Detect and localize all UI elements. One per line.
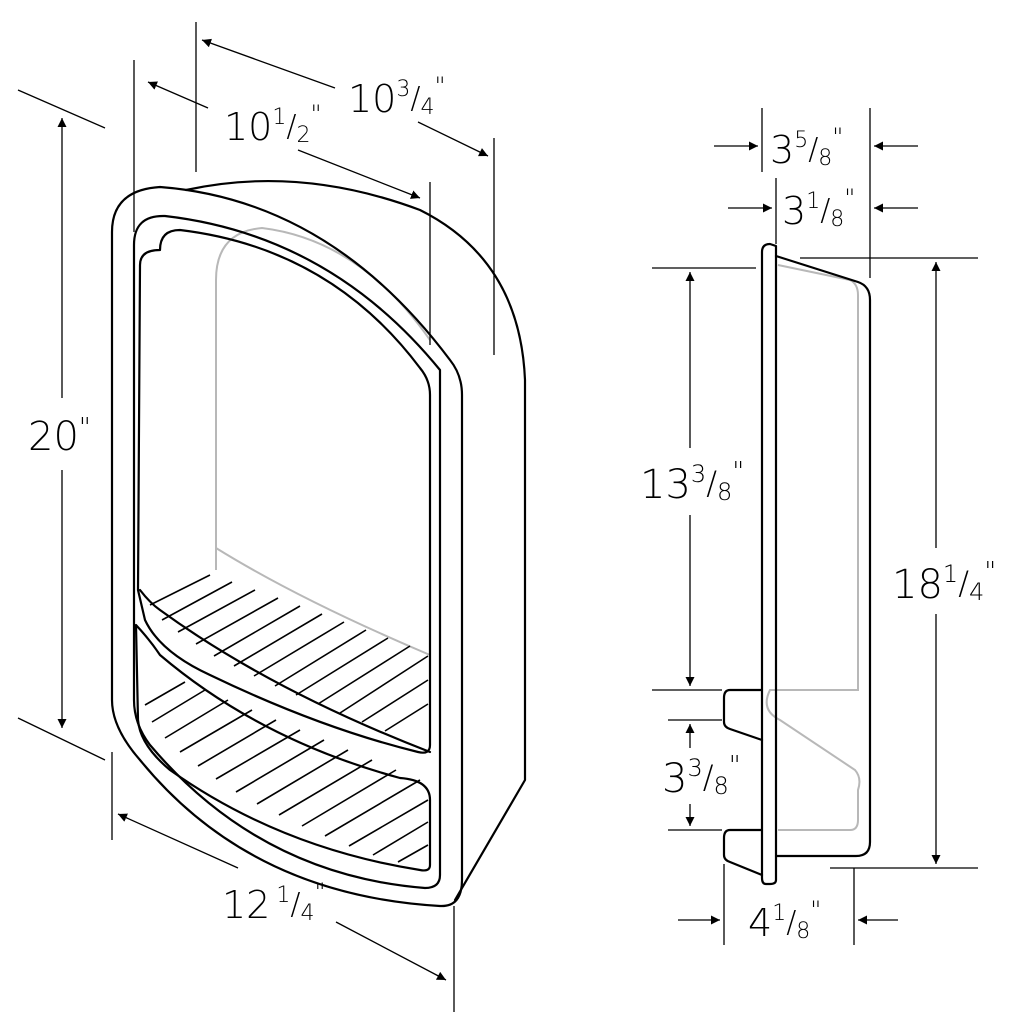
total-height-label: 181/4": [892, 557, 996, 608]
body-depth-label: 31/8": [782, 184, 855, 233]
side-lower-ledge: [722, 828, 764, 877]
bottom-width-arrow-left: [117, 813, 239, 869]
outer-width-arrow-right: [417, 121, 489, 157]
side-inner-profile: [765, 264, 861, 831]
outer-width-label: 103/4": [348, 72, 446, 121]
height-label: 20": [28, 413, 91, 460]
inner-width-arrow-left: [147, 81, 209, 109]
niche-face-inner-frame: [132, 214, 442, 890]
niche-back-bottom: [215, 547, 431, 656]
side-flange: [760, 242, 778, 886]
height-extension-top: [17, 89, 106, 129]
side-body-profile: [774, 254, 872, 858]
upper-opening: [136, 228, 432, 754]
niche-outer-outline: [110, 185, 464, 908]
inner-width-arrow-right: [297, 149, 421, 199]
upper-shelf-hatching: [149, 574, 429, 732]
bottom-width-arrow-right: [335, 921, 447, 981]
inner-width-label: 101/2": [224, 100, 322, 149]
shelf-gap-label: 33/8": [662, 751, 741, 802]
side-upper-ledge: [722, 688, 764, 742]
outer-width-arrow-left: [201, 38, 336, 89]
shelf-front-edge: [134, 623, 432, 872]
shelf-top-edge: [138, 588, 432, 754]
lower-shelf-hatching: [144, 681, 429, 863]
flange-depth-label: 35/8": [770, 123, 843, 172]
height-extension-bottom: [17, 717, 106, 761]
side-view: 35/8" 31/8" 133/8" 33/8" 181/4" 41/8": [640, 108, 996, 945]
niche-outer-dome: [184, 179, 527, 902]
bottom-depth-label: 41/8": [748, 896, 821, 945]
upper-height-label: 133/8": [640, 457, 744, 508]
